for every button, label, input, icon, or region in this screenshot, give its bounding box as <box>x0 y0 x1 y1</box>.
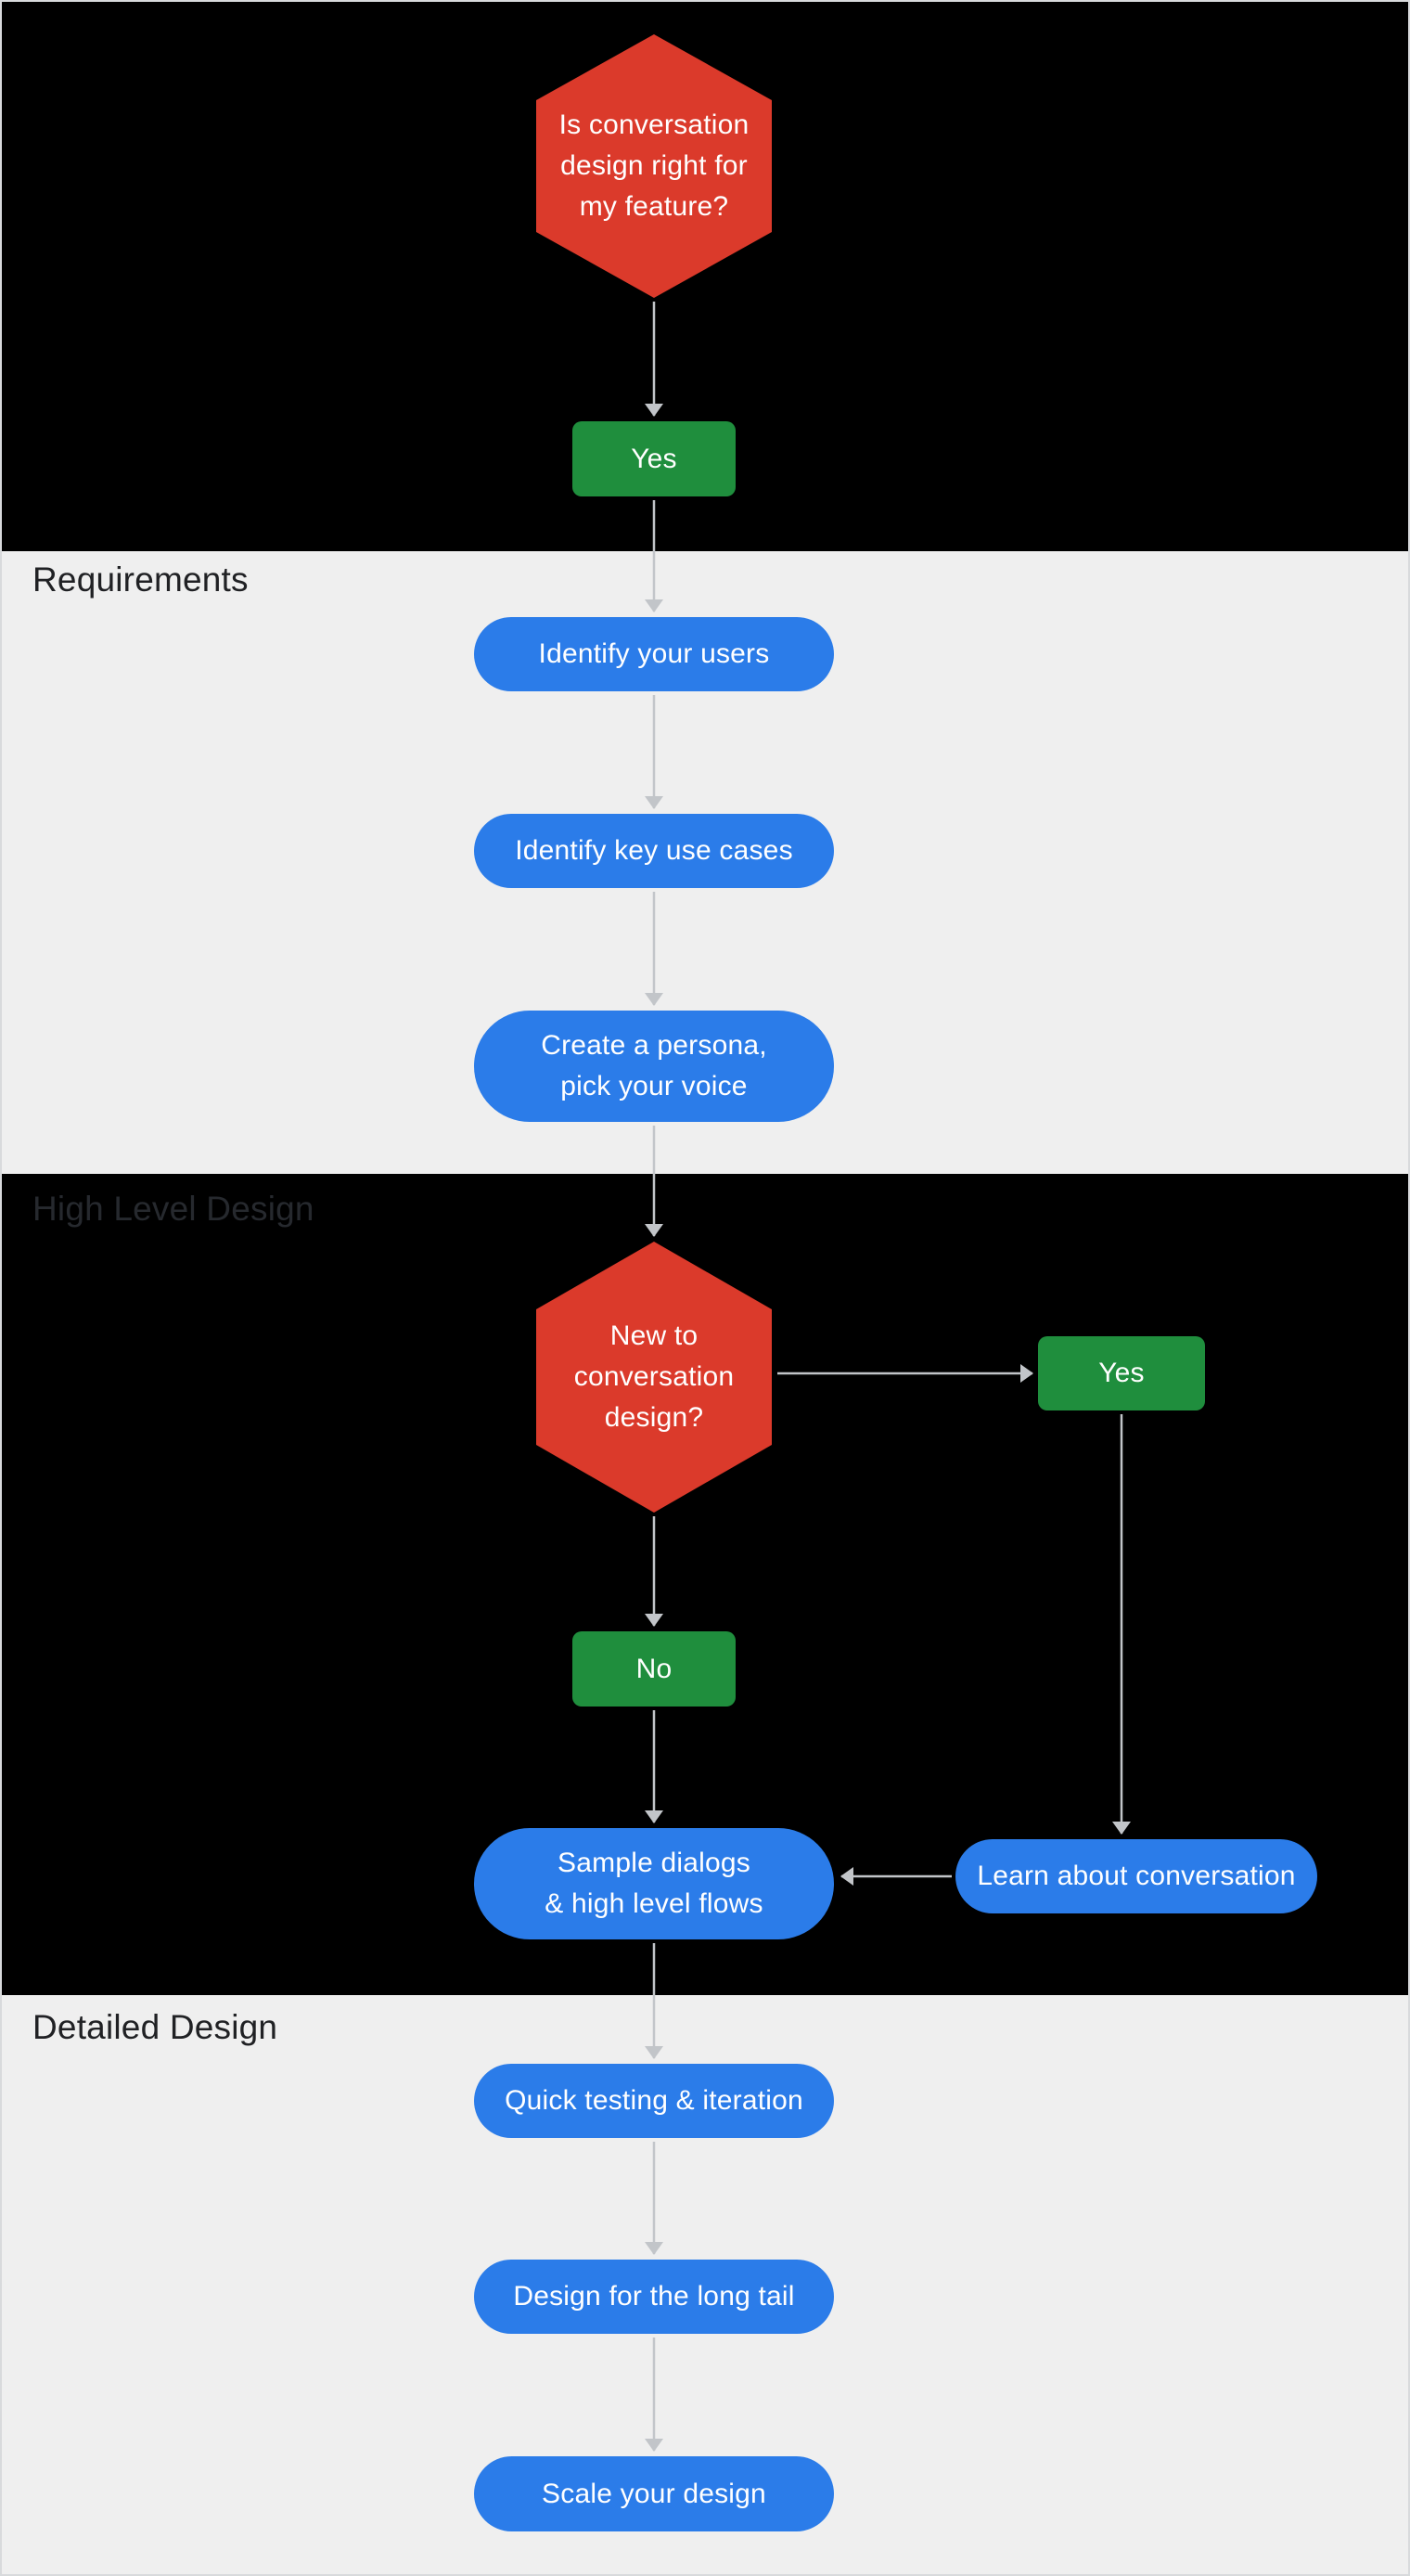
step-label: Design for the long tail <box>513 2281 795 2312</box>
no-button[interactable]: No <box>572 1631 736 1707</box>
section-title-requirements: Requirements <box>32 560 249 599</box>
yes-button-top[interactable]: Yes <box>572 421 736 496</box>
decision-line: conversation <box>573 1361 735 1392</box>
step-create-persona-pick-voice[interactable]: Create a persona, pick your voice <box>474 1011 834 1122</box>
step-label: Quick testing & iteration <box>505 2085 803 2116</box>
step-line: Sample dialogs <box>558 1848 750 1878</box>
step-quick-testing-iteration[interactable]: Quick testing & iteration <box>474 2064 834 2138</box>
section-title-detailed-design: Detailed Design <box>32 2008 278 2046</box>
step-label: Identify key use cases <box>515 835 793 866</box>
section-title-high-level-design: High Level Design <box>32 1190 314 1228</box>
step-scale-your-design[interactable]: Scale your design <box>474 2456 834 2531</box>
decision-line: design right for <box>560 150 748 181</box>
step-design-for-long-tail[interactable]: Design for the long tail <box>474 2260 834 2334</box>
step-line: & high level flows <box>545 1888 763 1919</box>
decision-line: New to <box>609 1320 699 1351</box>
no-button-label: No <box>635 1653 673 1684</box>
step-label: Scale your design <box>542 2478 766 2509</box>
step-label: Learn about conversation <box>977 1861 1296 1891</box>
step-sample-dialogs-high-level-flows[interactable]: Sample dialogs & high level flows <box>474 1828 834 1939</box>
yes-button-label: Yes <box>1098 1358 1145 1388</box>
decision-line: design? <box>604 1402 704 1433</box>
yes-button-right[interactable]: Yes <box>1038 1336 1205 1410</box>
step-identify-key-use-cases[interactable]: Identify key use cases <box>474 814 834 888</box>
step-line: Create a persona, <box>541 1030 767 1061</box>
step-label: Identify your users <box>538 638 770 669</box>
step-learn-about-conversation[interactable]: Learn about conversation <box>955 1839 1317 1913</box>
yes-button-label: Yes <box>631 443 677 474</box>
step-identify-your-users[interactable]: Identify your users <box>474 617 834 691</box>
decision-line: my feature? <box>579 191 729 222</box>
step-line: pick your voice <box>560 1071 748 1101</box>
decision-line: Is conversation <box>558 109 750 140</box>
